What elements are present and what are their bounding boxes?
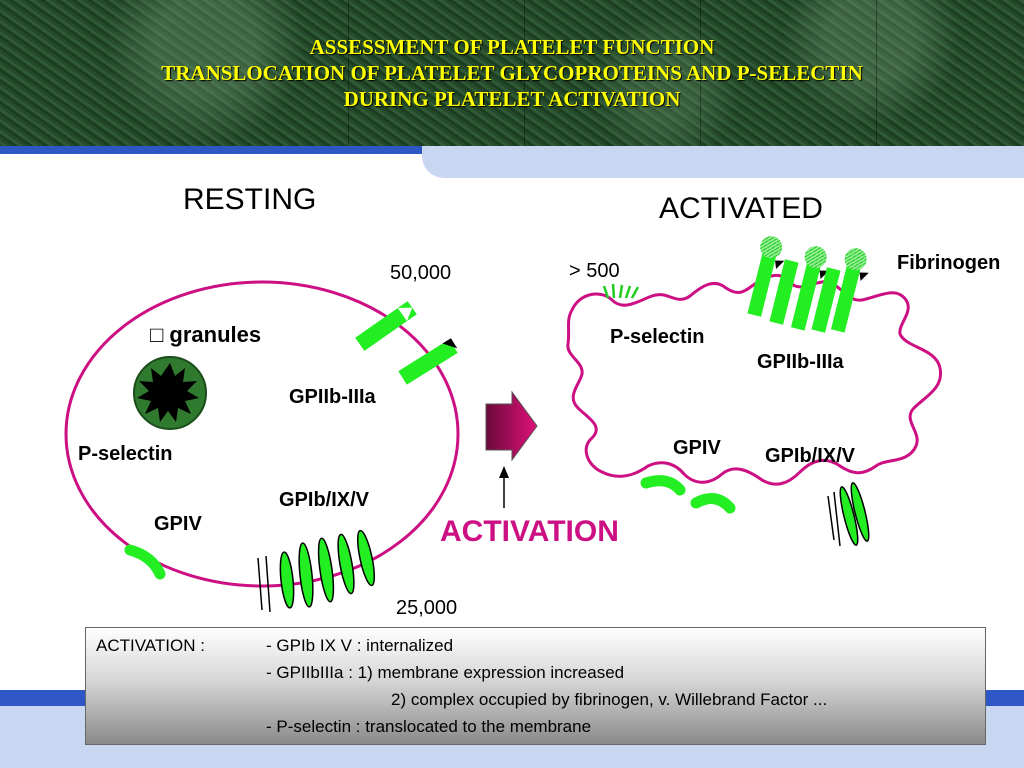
summary-line-3: 2) complex occupied by fibrinogen, v. Wi…	[391, 690, 828, 709]
granule	[133, 356, 207, 430]
gpib-count-label: 25,000	[396, 597, 458, 619]
activation-arrow	[485, 390, 538, 462]
divider	[524, 0, 525, 148]
summary-line-1: - GPIb IX V : internalized	[266, 636, 454, 655]
header-banner	[0, 0, 1024, 148]
granules-label: □ granules	[150, 322, 262, 347]
resting-gpib-label: GPIb/IX/V	[279, 489, 370, 511]
summary-line-2: - GPIIbIIIa : 1) membrane expression inc…	[266, 663, 625, 682]
activation-label: ACTIVATION	[440, 515, 619, 548]
activated-platelet-membrane	[566, 273, 943, 486]
activated-gpiib-iiia-receptors	[747, 236, 869, 333]
gpiib-count-label: 50,000	[390, 262, 452, 284]
title-line-2: TRANSLOCATION OF PLATELET GLYCOPROTEINS …	[161, 61, 863, 85]
resting-gpiib-iiia-label: GPIIb-IIIa	[289, 386, 376, 408]
activation-pointer	[499, 466, 509, 508]
resting-p-selectin-label: P-selectin	[78, 443, 173, 465]
activation-summary-box: ACTIVATION : - GPIb IX V : internalized …	[85, 627, 986, 745]
divider	[876, 0, 877, 148]
activated-p-selectin-spikes	[602, 283, 640, 299]
divider	[348, 0, 349, 148]
resting-platelet-membrane	[64, 280, 460, 588]
activated-gpiv	[640, 475, 736, 514]
slide-title: ASSESSMENT OF PLATELET FUNCTION TRANSLOC…	[0, 34, 1024, 112]
fibrinogen-label: Fibrinogen	[897, 252, 1001, 274]
resting-gpib-ix-v	[257, 529, 376, 613]
title-line-3: DURING PLATELET ACTIVATION	[343, 87, 681, 111]
activated-gpib-ix-v	[827, 482, 870, 547]
activated-gpib-label: GPIb/IX/V	[765, 445, 856, 467]
summary-lead: ACTIVATION :	[96, 636, 205, 655]
activated-p-selectin-label: P-selectin	[610, 326, 705, 348]
divider	[700, 0, 701, 148]
activated-heading: ACTIVATED	[659, 192, 823, 225]
activated-gpiv-label: GPIV	[673, 437, 721, 459]
resting-gpiv-label: GPIV	[154, 513, 202, 535]
resting-gpiv	[124, 544, 166, 580]
activated-gpiib-iiia-label: GPIIb-IIIa	[757, 351, 844, 373]
p-selectin-count-label: > 500	[569, 260, 620, 282]
top-tab-shape	[422, 146, 1024, 178]
summary-line-4: - P-selectin : translocated to the membr…	[266, 717, 592, 736]
resting-heading: RESTING	[183, 183, 317, 216]
title-line-1: ASSESSMENT OF PLATELET FUNCTION	[309, 35, 715, 59]
resting-gpiib-iiia-receptors	[355, 301, 458, 385]
